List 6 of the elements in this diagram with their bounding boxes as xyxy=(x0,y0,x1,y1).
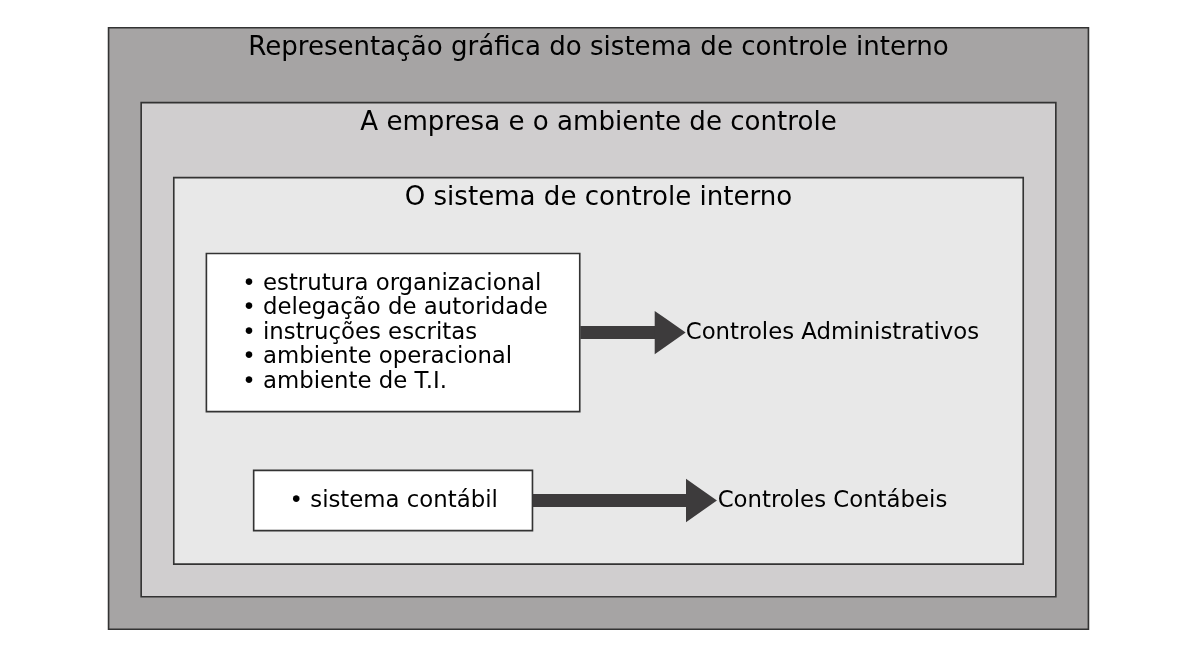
arrow xyxy=(532,478,717,523)
node-text: Controles Administrativos xyxy=(685,317,980,344)
node-box: • estrutura organizacional • delegação de autoridade • instruções escritas • ambiente operacional • ambiente de T.I. xyxy=(205,252,581,413)
node-text: Controles Contábeis xyxy=(717,485,948,512)
node-box: • sistema contábil xyxy=(252,469,534,532)
arrow xyxy=(580,310,686,355)
